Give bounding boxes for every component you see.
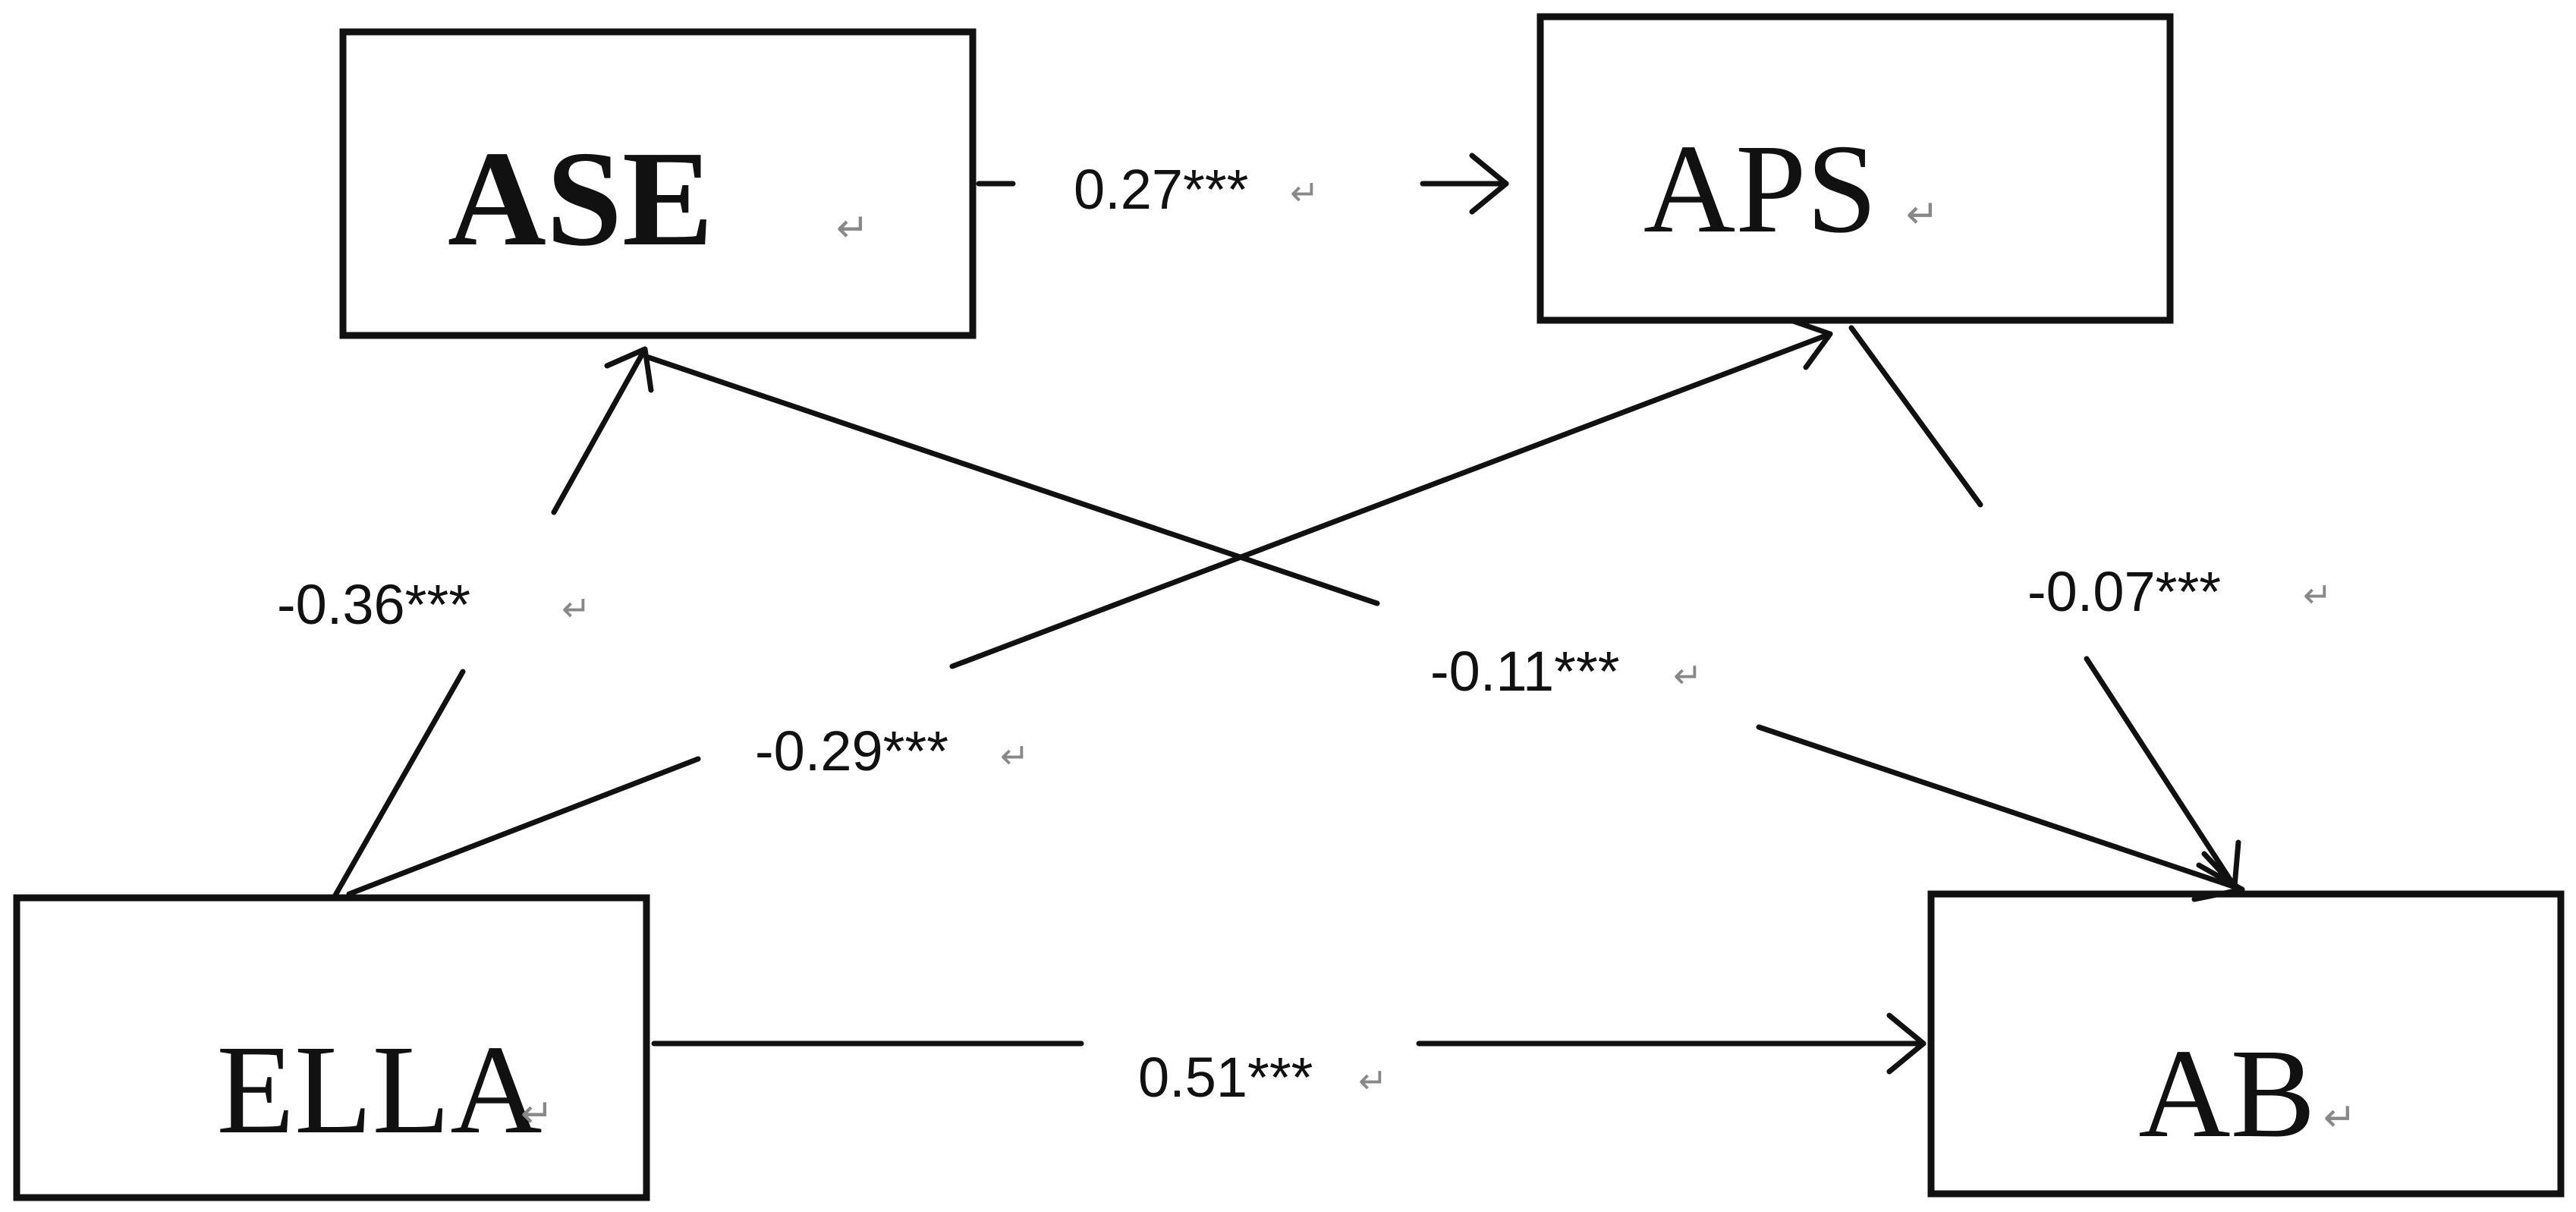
- edge-ella-aps-line: [346, 756, 701, 897]
- edge-label-aps-ab: -0.07***: [2027, 560, 2221, 623]
- edge-aps-ab-line: [2084, 656, 2238, 889]
- edge-label-ase-aps: 0.27***: [1074, 158, 1248, 221]
- edge-ella-aps-line: [949, 331, 1833, 669]
- edge-label-ase-ab: -0.11***: [1430, 640, 1620, 703]
- arrowhead-ase-ab: [2191, 862, 2245, 902]
- edge-label-ella-ab: 0.51***: [1138, 1046, 1313, 1109]
- edge-ase-ab-line: [643, 354, 1380, 606]
- arrowhead-ella-aps: [1788, 317, 1833, 370]
- paragraph-mark-icon: ↵: [1906, 192, 1939, 238]
- node-label-ase: ASE: [448, 123, 713, 274]
- node-box-aps: [1536, 13, 2174, 324]
- edge-aps-ab-line: [1848, 325, 1983, 508]
- node-box-ab: [1927, 890, 2565, 1198]
- paragraph-mark-icon: ↵: [521, 1091, 554, 1137]
- edge-label-ella-ase: -0.36***: [277, 573, 470, 636]
- paragraph-mark-icon: ↵: [561, 588, 591, 629]
- arrowhead-ella-ab: [1886, 1012, 1926, 1075]
- arrowhead-ella-ase: [604, 346, 654, 393]
- edge-ase-ab-line: [1756, 724, 2245, 892]
- node-label-aps: APS: [1643, 118, 1877, 260]
- paragraph-mark-icon: ↵: [1000, 735, 1030, 776]
- node-box-ase: [339, 28, 977, 339]
- paragraph-mark-icon: ↵: [2323, 1095, 2357, 1141]
- paragraph-mark-icon: ↵: [1290, 172, 1319, 213]
- edge-ella-ase-line: [331, 669, 466, 901]
- arrowhead-aps-ab: [2201, 839, 2241, 889]
- paragraph-mark-icon: ↵: [836, 206, 870, 251]
- edge-ella-ase-line: [551, 346, 648, 515]
- node-label-ab: AB: [2138, 1023, 2315, 1164]
- paragraph-mark-icon: ↵: [2303, 575, 2332, 615]
- paragraph-mark-icon: ↵: [1358, 1060, 1388, 1101]
- edge-label-ella-aps: -0.29***: [755, 719, 948, 782]
- paragraph-mark-icon: ↵: [1673, 655, 1703, 696]
- arrowhead-ase-aps: [1469, 153, 1509, 215]
- node-label-ella: ELLA: [216, 1019, 542, 1160]
